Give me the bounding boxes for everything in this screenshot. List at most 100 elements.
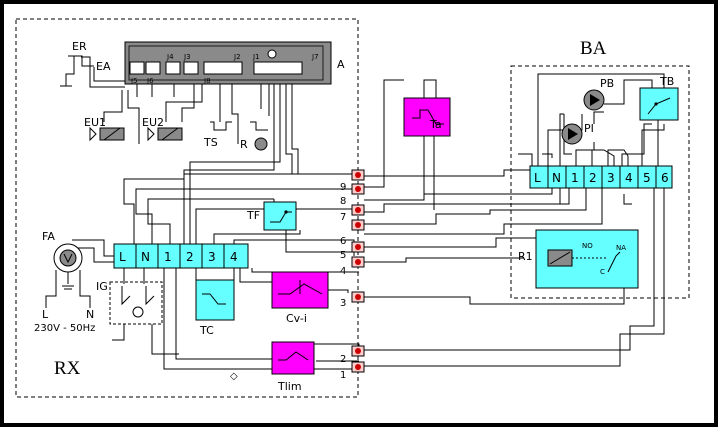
label-ig: IG bbox=[96, 280, 108, 293]
relay-r1: R1 NO NA C bbox=[518, 229, 639, 289]
room-thermostat-ta: Ta bbox=[403, 97, 451, 137]
label-c: C bbox=[600, 268, 605, 276]
board-code-j3: J3 bbox=[183, 53, 191, 61]
connector-number: 3 bbox=[340, 298, 346, 309]
pump-pb-arrow bbox=[590, 94, 600, 106]
label-fa: FA bbox=[42, 230, 55, 243]
label-n: N bbox=[86, 308, 94, 321]
label-ts: TS bbox=[203, 136, 218, 149]
board-code-j7: J7 bbox=[311, 53, 319, 61]
connector-number: 9 bbox=[340, 182, 346, 193]
tf-contact bbox=[284, 210, 288, 214]
ba-terminal-label: N bbox=[552, 171, 561, 185]
board-code-j4: J4 bbox=[166, 53, 174, 61]
r1-contact bbox=[607, 251, 621, 273]
tf-box bbox=[263, 201, 297, 231]
connector-pin bbox=[355, 364, 361, 370]
ba-terminal-label: 5 bbox=[643, 171, 651, 185]
tb-contact bbox=[654, 102, 658, 106]
board-indicator bbox=[267, 49, 277, 59]
ig-lamp-icon bbox=[132, 306, 144, 318]
connector-number: 2 bbox=[340, 354, 346, 365]
plug-symbol bbox=[63, 253, 73, 264]
connector-number: 1 bbox=[340, 370, 346, 381]
rx-terminal-label: 1 bbox=[164, 250, 172, 264]
label-no: NO bbox=[582, 242, 593, 250]
connector-pin bbox=[355, 172, 361, 178]
pump-pi-arrow bbox=[568, 128, 578, 140]
connector-pin bbox=[355, 294, 361, 300]
ba-terminal-label: 6 bbox=[661, 171, 669, 185]
limit-thermostat-tlim: Tlim bbox=[271, 341, 315, 393]
ba-terminal-label: 2 bbox=[589, 171, 597, 185]
ta-box bbox=[403, 97, 451, 137]
ba-boundary bbox=[510, 65, 690, 299]
tlim-box bbox=[271, 341, 315, 375]
label-eu2: EU2 bbox=[142, 116, 164, 129]
boiler-thermostat-tb: TB bbox=[639, 75, 679, 121]
connector-column: 9 8 7 6 5 4 3 2 1 bbox=[340, 169, 365, 381]
connector-number: 5 bbox=[340, 250, 346, 261]
board-slot bbox=[253, 61, 303, 75]
board-inner bbox=[128, 45, 324, 81]
tc-switch bbox=[202, 293, 226, 305]
connector-pin bbox=[355, 259, 361, 265]
ba-terminal-label: 3 bbox=[607, 171, 615, 185]
rx-terminal-label: 4 bbox=[230, 250, 238, 264]
gas-valves: EU1 EU2 bbox=[84, 116, 183, 142]
connector-number: 4 bbox=[340, 266, 346, 277]
reset-switch bbox=[250, 121, 268, 131]
r1-coil-slash bbox=[549, 251, 571, 265]
label-er: ER bbox=[72, 40, 87, 53]
wiring-diagram: J5 J6 J4 J3 J1 J2 J7 J8 A ER EA EU1 EU2 … bbox=[4, 4, 714, 423]
board-code-j5: J5 bbox=[130, 77, 138, 85]
board-slot bbox=[145, 61, 161, 75]
connector-number: 8 bbox=[340, 196, 346, 207]
label-tf: TF bbox=[246, 209, 260, 222]
label-ta: Ta bbox=[429, 118, 442, 131]
ba-terminal-label: 4 bbox=[625, 171, 633, 185]
board-slot bbox=[183, 61, 199, 75]
rx-boundary bbox=[15, 18, 359, 398]
connector-pin bbox=[355, 244, 361, 250]
board-code-j6: J6 bbox=[146, 77, 154, 85]
label-marker: ◇ bbox=[230, 371, 238, 382]
switch-cvi: Cv-i bbox=[271, 271, 329, 325]
label-tc: TC bbox=[199, 324, 214, 337]
ba-terminal-label: L bbox=[534, 171, 541, 185]
connector-pin bbox=[355, 222, 361, 228]
thermostat-tc: TC bbox=[195, 279, 235, 337]
reset-button-icon bbox=[254, 137, 268, 151]
connector-pin bbox=[355, 348, 361, 354]
connector-number: 7 bbox=[340, 212, 346, 223]
board-slot bbox=[165, 61, 181, 75]
label-pb: PB bbox=[600, 77, 614, 90]
connector-pin bbox=[355, 207, 361, 213]
rx-terminal-label: 2 bbox=[186, 250, 194, 264]
rx-terminal-label: 3 bbox=[208, 250, 216, 264]
label-tlim: Tlim bbox=[277, 380, 302, 393]
electrode-er bbox=[65, 56, 75, 86]
connector-pin bbox=[355, 186, 361, 192]
valve-eu2-slash bbox=[161, 127, 179, 141]
power-rating: 230V - 50Hz bbox=[34, 323, 95, 334]
board-slot bbox=[203, 61, 243, 75]
label-r1: R1 bbox=[518, 250, 533, 263]
ig-box bbox=[109, 281, 163, 325]
control-board-a: J5 J6 J4 J3 J1 J2 J7 J8 A bbox=[124, 41, 345, 85]
valve-eu2-symbol bbox=[147, 126, 155, 142]
ig-switch-b bbox=[145, 286, 155, 306]
board-label-a: A bbox=[337, 58, 345, 71]
ig-switch-a bbox=[121, 286, 131, 306]
reset-r: R bbox=[240, 121, 268, 151]
pumps: PB PI bbox=[561, 77, 614, 145]
label-pi: PI bbox=[584, 122, 594, 135]
label-na: NA bbox=[616, 244, 626, 252]
board-code-j2: J2 bbox=[233, 53, 241, 61]
rx-terminal-label: N bbox=[141, 250, 150, 264]
electrode-group: ER EA bbox=[60, 40, 111, 87]
tlim-switch bbox=[278, 351, 309, 361]
rx-terminal-block: L N 1 2 3 4 bbox=[113, 243, 249, 269]
label-tb: TB bbox=[659, 75, 674, 88]
